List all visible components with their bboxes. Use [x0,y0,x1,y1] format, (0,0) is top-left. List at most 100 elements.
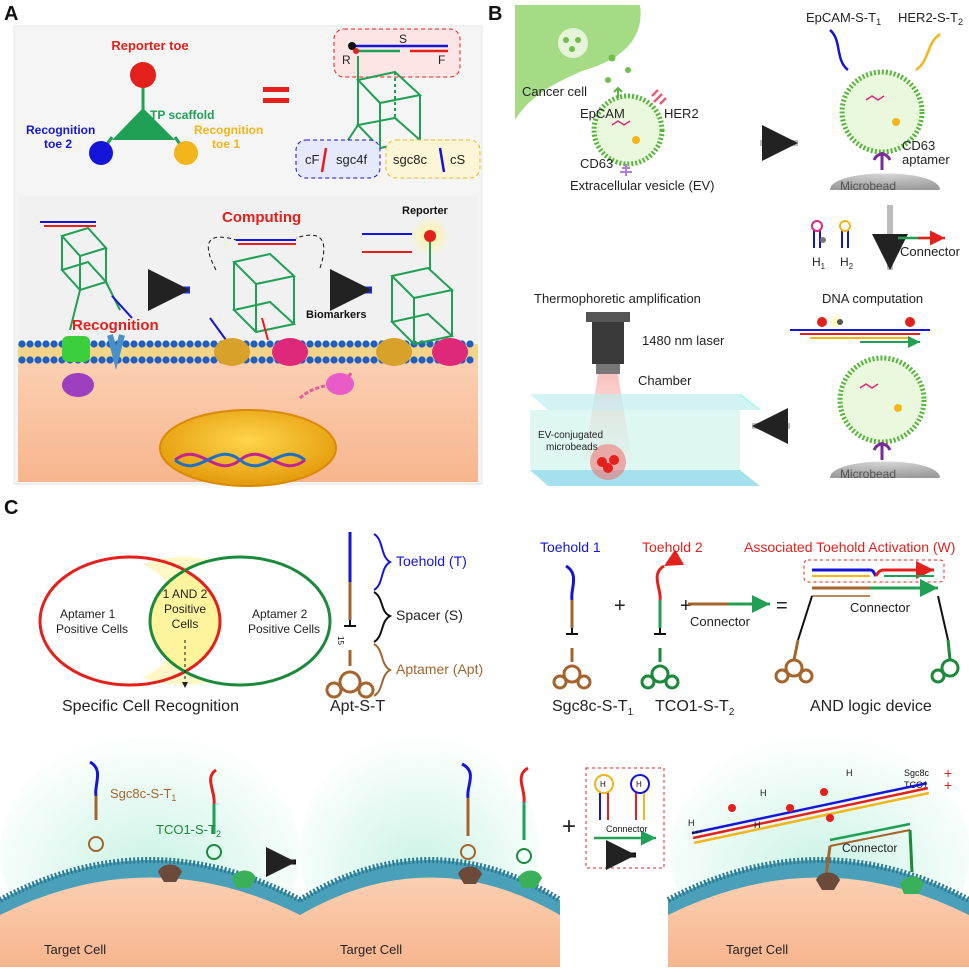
connector-device-label: Connector [850,600,911,615]
extracellular-vesicle: EpCAM HER2 CD63 Extracellular vesicle (E… [570,86,715,193]
scaffold-middle [232,252,297,334]
epcam-st1-label: EpCAM-S-T1 [806,10,881,27]
lipid-head [410,356,418,364]
right-connector: Connector [842,841,897,855]
her2-st2-label: HER2-S-T2 [898,10,963,27]
signal-stars [728,788,834,822]
cube-structure: S R F cF sgc4f [295,28,481,179]
cf-label: cF [305,152,320,167]
lipid-head [210,356,218,364]
nucleus [159,409,337,487]
lipid-head [370,340,378,348]
venn-diagram: Aptamer 1 Positive Cells Aptamer 2 Posit… [34,555,332,715]
right-h1b: H [846,768,853,778]
svg-text:15: 15 [336,636,345,645]
lipid-head [34,356,42,364]
lipid-head [130,356,138,364]
cs-label: cS [450,152,466,167]
lipid-head [50,356,58,364]
recognition-toe-2-box [295,139,381,179]
laser-label: 1480 nm laser [642,333,725,348]
lipid-head [26,340,34,348]
thermophoretic-label: Thermophoretic amplification [534,291,701,306]
lipid-head [138,340,146,348]
lipid-head [418,356,426,364]
lipid-head [330,340,338,348]
lipid-head [370,356,378,364]
lipid-head [170,356,178,364]
lipid-head [18,340,26,348]
lipid-head [314,340,322,348]
lipid-head [466,340,474,348]
lipid-head [90,356,98,364]
aptamer-apt-label: Aptamer (Apt) [396,661,483,677]
h2-label: H2 [840,255,854,271]
bottom-tco1-label: TCO1-S-T2 [156,822,221,839]
lipid-head [354,340,362,348]
lipid-head [90,340,98,348]
toehold-t-label: Toehold (T) [396,553,467,569]
venn-left-1: Aptamer 1 [60,607,116,621]
intracellular-protein [62,373,94,397]
lipid-head [322,340,330,348]
cd63-label: CD63 [580,156,613,171]
cancer-cell-label: Cancer cell [522,84,587,99]
right-h2b: H [754,820,761,830]
venn-right-2: Positive Cells [248,622,320,636]
panel-b-letter: B [488,3,502,25]
cell-scene-1: Target Cell Sgc8c-S-T1 TCO1-S-T2 [0,732,302,972]
lipid-head [362,340,370,348]
lipid-head [154,356,162,364]
lipid-head [170,340,178,348]
biomarker-yellow-1 [214,338,250,366]
target-cell-2-label: Target Cell [340,942,402,957]
ev-label: Extracellular vesicle (EV) [570,178,715,193]
lipid-head [426,356,434,364]
scaffold-triangle [112,108,175,140]
venn-right-1: Aptamer 2 [252,607,308,621]
lipid-head [362,356,370,364]
panel-c-letter: C [4,497,18,519]
biomarker-green [62,336,90,362]
lipid-head [346,340,354,348]
lipid-head [202,356,210,364]
panel-b: B Cancer cell EpCAM HER2 CD63 Extracellu… [488,3,963,486]
associated-label: Associated Toehold Activation (W) [744,539,955,555]
scaffold-right [390,242,455,346]
lipid-head [266,340,274,348]
lipid-head [338,356,346,364]
lipid-head [322,356,330,364]
lipid-head [122,356,130,364]
lipid-head [178,340,186,348]
recognition-toe-2-dot [89,141,113,165]
legend-sgc8c: Sgc8c [904,768,930,778]
plus-operator-1: + [614,595,626,617]
venn-left-2: Positive Cells [56,622,128,636]
lipid-head [186,340,194,348]
lipid-head [26,356,34,364]
panel-a-letter: A [4,3,18,25]
target-cell-3-label: Target Cell [726,942,788,957]
recognition-label: Recognition [72,317,159,334]
sgc4f-label: sgc4f [336,152,367,167]
lipid-head [250,340,258,348]
lipid-head [138,356,146,364]
reporter-toe-label: Reporter toe [111,38,188,53]
equals-operator: = [776,595,788,617]
biomarker-yellow-2 [376,338,412,366]
strand-s-label: S [399,32,407,46]
sgc8c-st1-label: Sgc8c-S-T1 [552,698,634,718]
lipid-head [202,340,210,348]
biomarkers-label: Biomarkers [306,309,367,321]
lipid-head [146,356,154,364]
equals-bar-bottom [263,98,289,103]
lipid-head [162,340,170,348]
right-h1a: H [760,788,767,798]
biomarker-y [107,334,125,370]
connector-b-label: Connector [900,244,961,259]
reporter-label: Reporter [402,205,449,217]
